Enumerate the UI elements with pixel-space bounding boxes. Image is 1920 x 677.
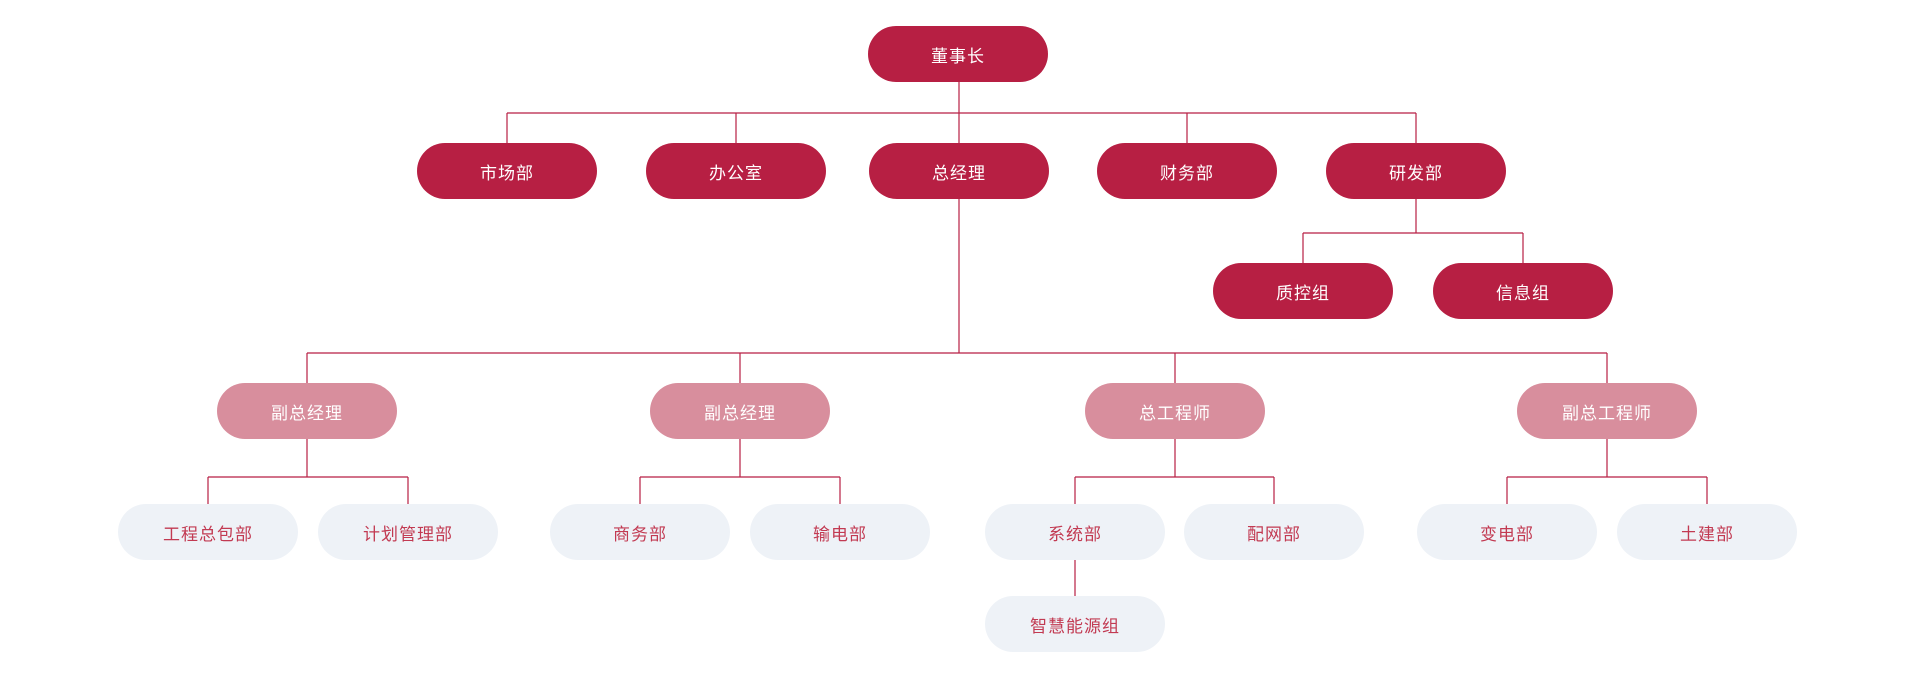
org-node-distribution-network-dept[interactable]: 配网部 (1184, 504, 1364, 560)
org-node-civil-engineering-dept[interactable]: 土建部 (1617, 504, 1797, 560)
org-node-chairman[interactable]: 董事长 (868, 26, 1048, 82)
org-node-power-transmission-dept[interactable]: 输电部 (750, 504, 930, 560)
org-node-planning-management-dept[interactable]: 计划管理部 (318, 504, 498, 560)
org-node-commerce-dept[interactable]: 商务部 (550, 504, 730, 560)
org-node-engineering-contracting-dept[interactable]: 工程总包部 (118, 504, 298, 560)
org-node-deputy-general-manager-2[interactable]: 副总经理 (650, 383, 830, 439)
org-node-marketing-dept[interactable]: 市场部 (417, 143, 597, 199)
org-node-deputy-general-manager-1[interactable]: 副总经理 (217, 383, 397, 439)
org-node-office[interactable]: 办公室 (646, 143, 826, 199)
org-node-chief-engineer[interactable]: 总工程师 (1085, 383, 1265, 439)
org-node-information-group[interactable]: 信息组 (1433, 263, 1613, 319)
org-node-system-dept[interactable]: 系统部 (985, 504, 1165, 560)
org-node-substation-dept[interactable]: 变电部 (1417, 504, 1597, 560)
org-node-smart-energy-group[interactable]: 智慧能源组 (985, 596, 1165, 652)
org-node-deputy-chief-engineer[interactable]: 副总工程师 (1517, 383, 1697, 439)
org-node-rnd-dept[interactable]: 研发部 (1326, 143, 1506, 199)
org-node-quality-control-group[interactable]: 质控组 (1213, 263, 1393, 319)
org-node-finance-dept[interactable]: 财务部 (1097, 143, 1277, 199)
org-node-general-manager[interactable]: 总经理 (869, 143, 1049, 199)
